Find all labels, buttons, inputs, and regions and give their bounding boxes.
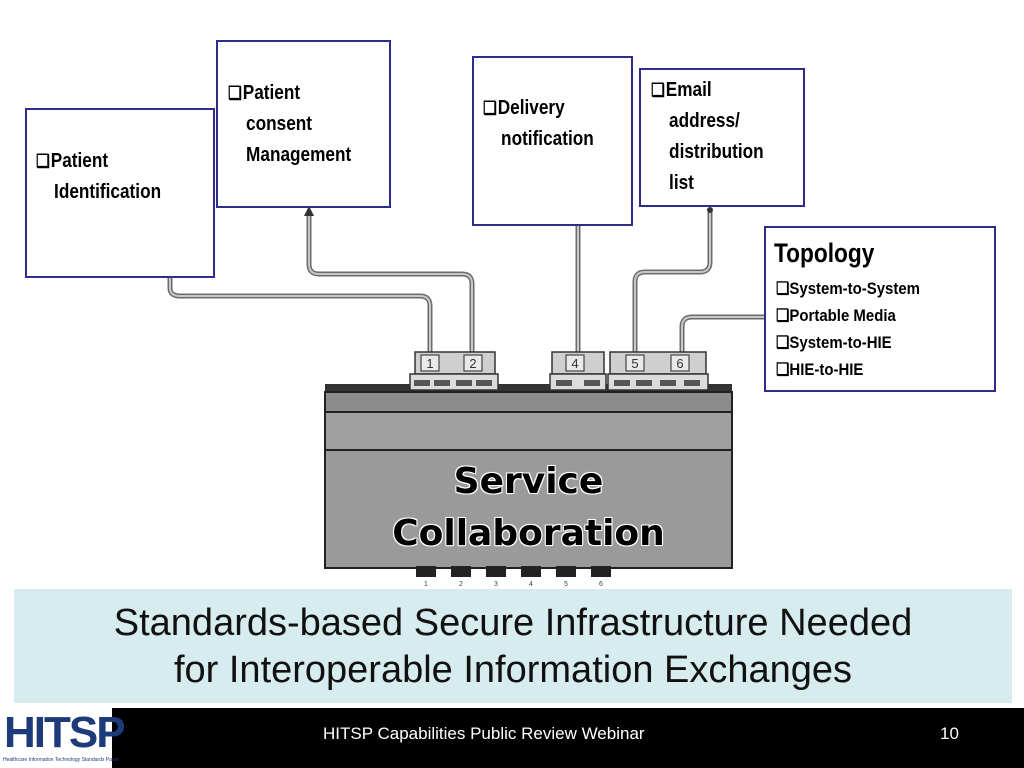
hub-device <box>324 351 733 577</box>
banner-line1: Standards-based Secure Infrastructure Ne… <box>113 602 913 644</box>
email-distribution-box <box>639 68 805 207</box>
footer-title: HITSP Capabilities Public Review Webinar <box>323 724 645 743</box>
delivery-notification-label: ❑Delivery notification <box>483 97 594 150</box>
topology-item: ❑System-to-System <box>776 279 920 298</box>
email-distribution-label: ❑Email address/ distribution list <box>651 79 764 194</box>
service-label-line1: Service <box>453 461 604 502</box>
summary-banner: Standards-based Secure Infrastructure Ne… <box>14 589 1012 703</box>
top-port-label: 1 <box>426 356 433 371</box>
top-port-label: 2 <box>469 356 476 371</box>
hitsp-logo: HITSP Healthcare Information Technology … <box>0 708 126 768</box>
topology-item: ❑HIE-to-HIE <box>776 360 864 379</box>
patient-identification-box <box>25 108 215 278</box>
topology-title: Topology <box>774 238 875 268</box>
bottom-port-label: 4 <box>529 581 533 588</box>
bottom-port-label: 5 <box>564 581 568 588</box>
cable-end-icon <box>707 207 713 213</box>
delivery-notification-box <box>472 56 633 226</box>
cables <box>167 207 769 361</box>
service-label-line2: Collaboration <box>392 513 665 554</box>
checkbox-icon: ❑ <box>228 83 242 103</box>
top-port-label: 6 <box>676 356 683 371</box>
checkbox-icon: ❑ <box>776 360 790 379</box>
bottom-port-label: 2 <box>459 581 463 588</box>
patient-consent-label: ❑Patient consent Management <box>228 82 352 166</box>
cable-1 <box>167 273 433 361</box>
service-collaboration-label: Service Collaboration <box>325 456 732 560</box>
logo-subtitle: Healthcare Information Technology Standa… <box>3 757 119 763</box>
checkbox-icon: ❑ <box>36 151 50 171</box>
logo-text: HITSP <box>4 708 126 757</box>
bottom-port-label: 6 <box>599 581 603 588</box>
page-number: 10 <box>940 724 959 743</box>
checkbox-icon: ❑ <box>776 333 790 352</box>
top-port-label: 4 <box>571 356 578 371</box>
checkbox-icon: ❑ <box>483 98 497 118</box>
checkbox-icon: ❑ <box>776 279 790 298</box>
patient-consent-box <box>216 40 391 208</box>
banner-text: Standards-based Secure Infrastructure Ne… <box>14 600 1012 694</box>
bottom-port-label: 3 <box>494 581 498 588</box>
cable-2 <box>306 209 475 361</box>
patient-identification-label: ❑Patient Identification <box>36 150 162 203</box>
top-port-label: 5 <box>631 356 638 371</box>
arrow-up-icon <box>304 206 314 216</box>
topology-item: ❑System-to-HIE <box>776 333 892 352</box>
footer-bar: HITSP Healthcare Information Technology … <box>0 708 1024 768</box>
topology-item: ❑Portable Media <box>776 306 896 325</box>
checkbox-icon: ❑ <box>776 306 790 325</box>
topology-box <box>764 226 996 392</box>
cable-5 <box>632 207 713 361</box>
bottom-port-label: 1 <box>424 581 428 588</box>
banner-line2: for Interoperable Information Exchanges <box>173 649 853 691</box>
checkbox-icon: ❑ <box>651 80 665 100</box>
